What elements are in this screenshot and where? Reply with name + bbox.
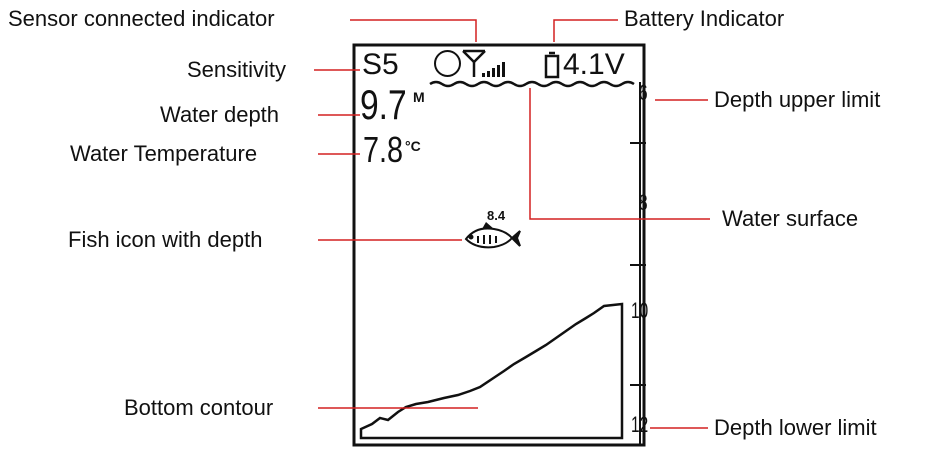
- battery-voltage: 4.1V: [563, 48, 625, 81]
- label-sensor-connected-indicator: Sensor connected indicator: [8, 6, 275, 31]
- label-sensitivity: Sensitivity: [187, 57, 287, 82]
- fish-icon: [464, 222, 521, 249]
- scale-tick-8: 8: [639, 190, 648, 215]
- fish-depth-value: 8.4: [487, 208, 506, 223]
- sensitivity-value: S5: [362, 48, 399, 81]
- scale-tick-10: 10: [631, 298, 649, 323]
- sensor-circle-icon: [434, 50, 461, 77]
- leader-water-surface: [529, 88, 710, 220]
- antenna-signal-icon: [462, 49, 486, 77]
- label-water-depth: Water depth: [160, 102, 280, 127]
- label-depth-lower-limit: Depth lower limit: [714, 415, 877, 440]
- scale-tick-6: 6: [639, 80, 648, 105]
- label-depth-upper-limit: Depth upper limit: [714, 87, 881, 112]
- water-depth-value: 9.7: [360, 81, 407, 128]
- label-water-temperature: Water Temperature: [70, 141, 258, 166]
- label-fish-icon-with-depth: Fish icon with depth: [68, 227, 263, 252]
- water-surface-line: [429, 80, 635, 88]
- leader-sensor: [350, 19, 477, 42]
- label-battery-indicator: Battery Indicator: [624, 6, 785, 31]
- label-bottom-contour: Bottom contour: [124, 395, 274, 420]
- label-water-surface: Water surface: [722, 206, 859, 231]
- leader-battery: [553, 19, 618, 42]
- scale-tick-12: 12: [631, 412, 649, 437]
- battery-icon: [544, 51, 560, 79]
- leader-lines: [314, 19, 710, 429]
- water-temperature-value: 7.8: [363, 129, 404, 170]
- signal-bars-icon: [482, 62, 505, 77]
- bottom-contour: [359, 302, 624, 440]
- water-depth-unit: M: [413, 89, 425, 105]
- water-temperature-unit: °C: [405, 138, 421, 154]
- lcd-frame: [352, 43, 646, 447]
- depth-scale-minor-ticks: [630, 142, 646, 386]
